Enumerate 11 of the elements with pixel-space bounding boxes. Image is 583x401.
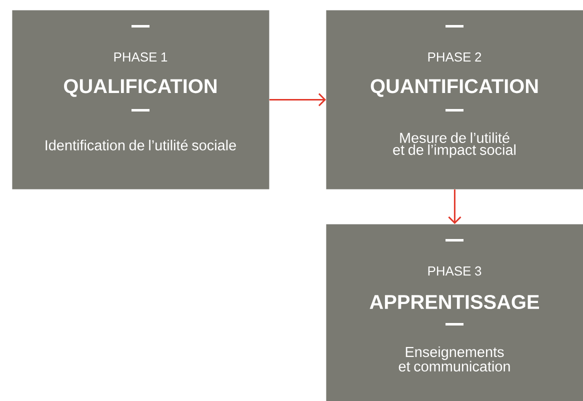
arrow [448, 189, 462, 224]
phase-title: QUALIFICATION [64, 79, 216, 97]
phase-description: Mesure de l’utilité et de l’impact social [393, 132, 516, 158]
phase-title: QUANTIFICATION [370, 79, 538, 97]
phase-description: Identification de l’utilité sociale [46, 140, 236, 150]
arrow [269, 93, 326, 106]
phase-number: PHASE 2 [428, 52, 482, 62]
phase-number: PHASE 3 [428, 266, 482, 276]
phase-description: Enseignements et communication [398, 346, 510, 372]
phase-title: APPRENTISSAGE [370, 294, 539, 310]
phase-number: PHASE 1 [114, 52, 168, 62]
